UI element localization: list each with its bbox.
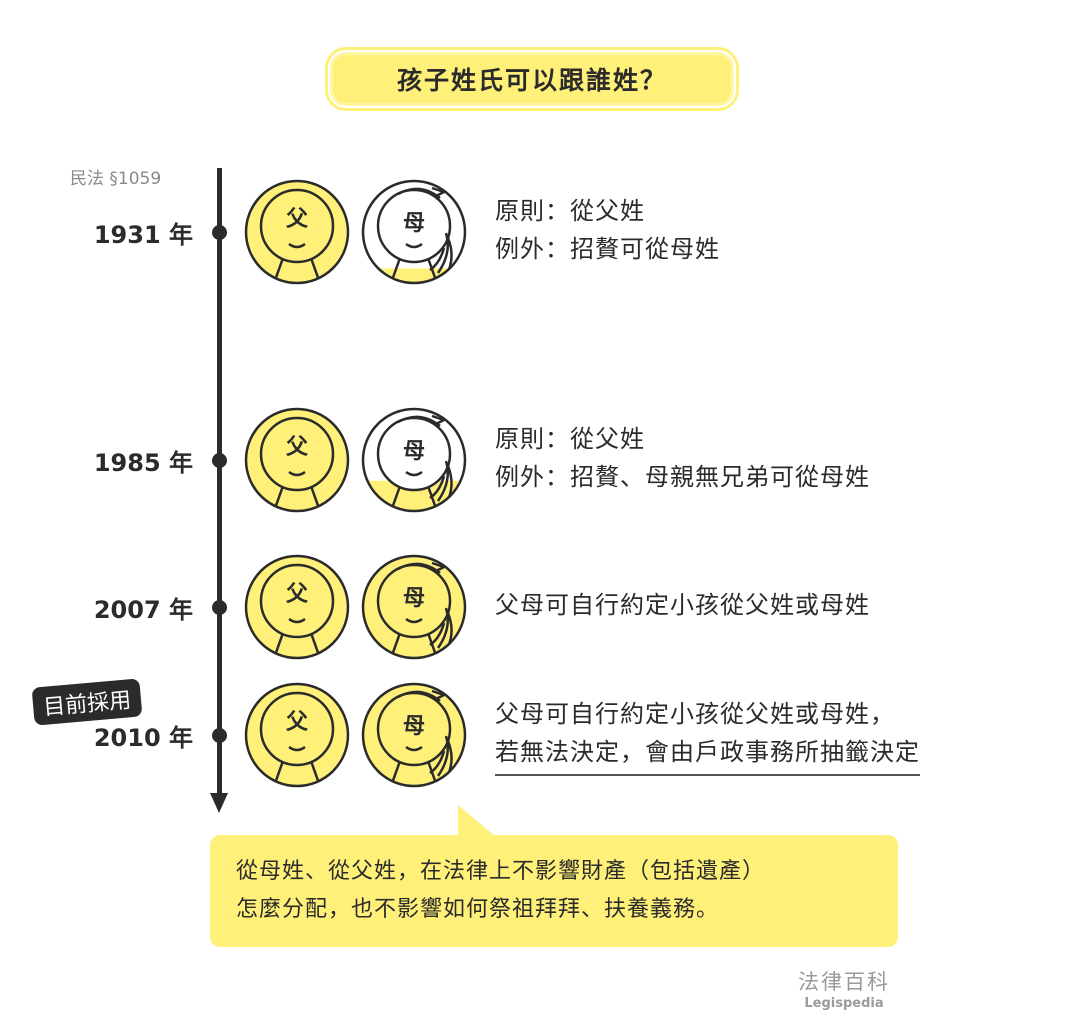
- year-label: 1985 年: [93, 449, 193, 477]
- rule-description: 原則：從父姓例外：招贅可從母姓: [495, 192, 720, 268]
- year-label: 2010 年: [93, 724, 193, 752]
- logo-subtext: Legispedia: [804, 996, 884, 1011]
- rule-line: 父母可自行約定小孩從父姓或母姓: [495, 591, 870, 619]
- father-avatar-icon: 父: [243, 553, 351, 661]
- note-callout: 從母姓、從父姓，在法律上不影響財產（包括遺產） 怎麼分配，也不影響如何祭祖拜拜、…: [210, 835, 898, 947]
- svg-text:母: 母: [403, 439, 425, 464]
- timeline-dot: [212, 600, 227, 615]
- logo-text: 法律百科: [798, 970, 890, 994]
- father-avatar-icon: 父: [243, 178, 351, 286]
- rule-line: 父母可自行約定小孩從父姓或母姓，: [495, 700, 895, 728]
- svg-text:母: 母: [403, 586, 425, 611]
- mother-avatar-icon: 母: [360, 178, 468, 286]
- svg-text:母: 母: [403, 714, 425, 739]
- year-label: 1931 年: [93, 221, 193, 249]
- page-title: 孩子姓氏可以跟誰姓？: [325, 47, 739, 111]
- rule-line: 例外：招贅、母親無兄弟可從母姓: [495, 463, 870, 491]
- rule-line: 若無法決定，會由戶政事務所抽籤決定: [495, 733, 920, 776]
- rule-line: 原則：從父姓: [495, 197, 645, 225]
- logo: 法律百科 Legispedia: [798, 966, 890, 1011]
- timeline-dot: [212, 453, 227, 468]
- callout-tail: [458, 805, 496, 837]
- rule-description: 父母可自行約定小孩從父姓或母姓: [495, 586, 870, 624]
- rule-line: 原則：從父姓: [495, 425, 645, 453]
- svg-text:父: 父: [286, 435, 309, 460]
- year-label: 2007 年: [93, 596, 193, 624]
- rule-line: 例外：招贅可從母姓: [495, 235, 720, 263]
- svg-text:父: 父: [286, 582, 309, 607]
- note-line: 怎麼分配，也不影響如何祭祖拜拜、扶養義務。: [236, 897, 720, 922]
- svg-text:父: 父: [286, 207, 309, 232]
- svg-text:母: 母: [403, 211, 425, 236]
- rule-description: 原則：從父姓例外：招贅、母親無兄弟可從母姓: [495, 420, 870, 496]
- mother-avatar-icon: 母: [360, 553, 468, 661]
- timeline-axis: [217, 168, 222, 793]
- law-reference: 民法 §1059: [70, 169, 162, 189]
- note-line: 從母姓、從父姓，在法律上不影響財產（包括遺產）: [236, 859, 766, 884]
- timeline-dot: [212, 225, 227, 240]
- mother-avatar-icon: 母: [360, 406, 468, 514]
- svg-text:父: 父: [286, 710, 309, 735]
- mother-avatar-icon: 母: [360, 681, 468, 789]
- father-avatar-icon: 父: [243, 681, 351, 789]
- father-avatar-icon: 父: [243, 406, 351, 514]
- rule-description: 父母可自行約定小孩從父姓或母姓， 若無法決定，會由戶政事務所抽籤決定: [495, 695, 920, 776]
- timeline-arrow-icon: [210, 793, 228, 813]
- timeline-dot: [212, 728, 227, 743]
